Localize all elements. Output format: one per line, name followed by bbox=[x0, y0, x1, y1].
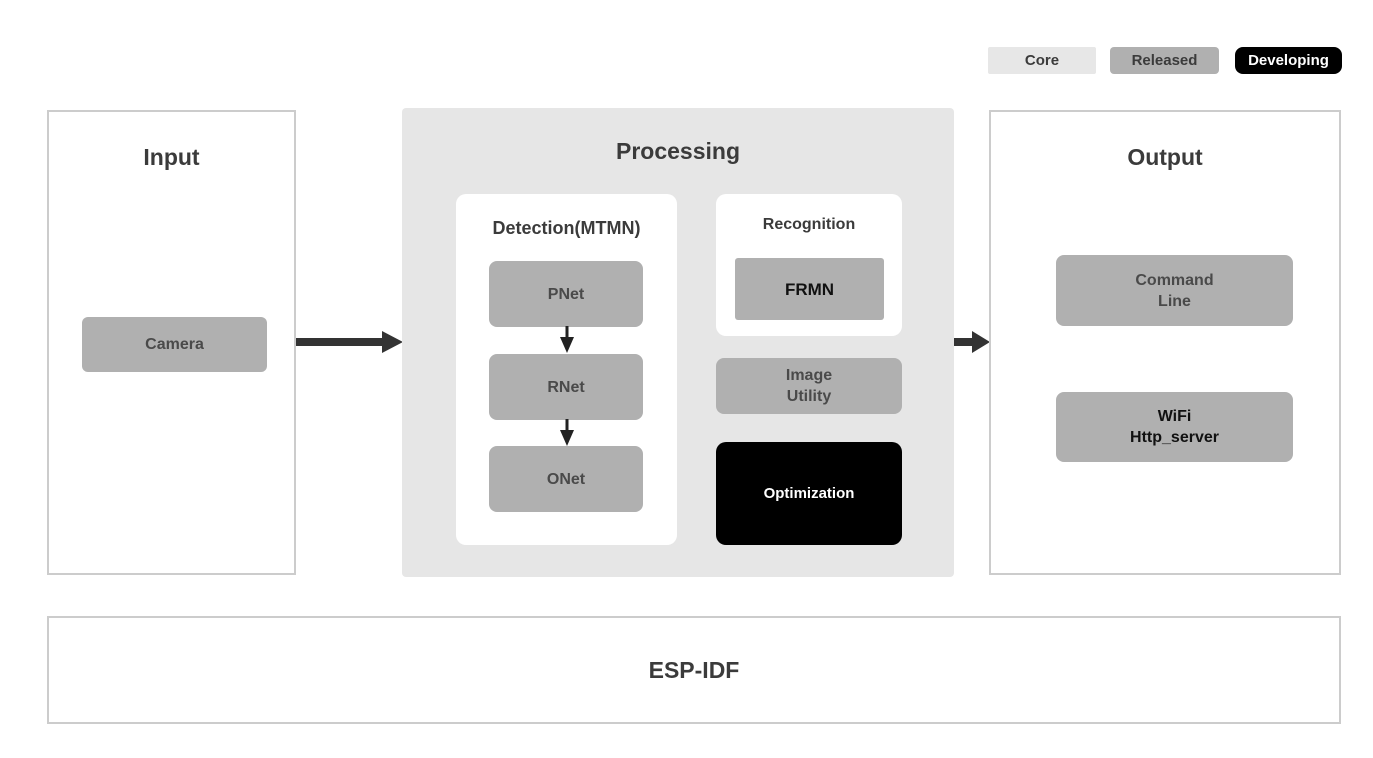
command-line-block: Command Line bbox=[1056, 255, 1293, 326]
pnet-block: PNet bbox=[489, 261, 643, 327]
processing-panel-title: Processing bbox=[616, 138, 740, 164]
image-utility-block: Image Utility bbox=[716, 358, 902, 414]
rnet-block: RNet bbox=[489, 354, 643, 420]
arrow-pnet-to-rnet bbox=[559, 326, 574, 353]
output-panel: Output Command Line WiFi Http_server bbox=[989, 110, 1341, 575]
processing-panel: Processing Detection(MTMN) PNet RNet ONe… bbox=[402, 108, 954, 577]
legend-item-core: Core bbox=[988, 47, 1096, 74]
output-panel-title: Output bbox=[1127, 144, 1203, 170]
wifi-http-server-block: WiFi Http_server bbox=[1056, 392, 1293, 462]
frmn-block: FRMN bbox=[735, 258, 884, 320]
detection-card: Detection(MTMN) PNet RNet ONet bbox=[456, 194, 677, 545]
arrow-input-to-processing bbox=[296, 331, 403, 353]
detection-card-title: Detection(MTMN) bbox=[492, 218, 641, 238]
recognition-card-title: Recognition bbox=[762, 216, 856, 233]
optimization-block: Optimization bbox=[716, 442, 902, 545]
input-panel: Input Camera bbox=[47, 110, 296, 575]
onet-block: ONet bbox=[489, 446, 643, 512]
legend-item-released: Released bbox=[1110, 47, 1219, 74]
camera-block: Camera bbox=[82, 317, 267, 372]
arrow-rnet-to-onet bbox=[559, 419, 574, 446]
legend-item-developing: Developing bbox=[1235, 47, 1342, 74]
recognition-card: Recognition FRMN bbox=[716, 194, 902, 336]
input-panel-title: Input bbox=[143, 144, 200, 170]
arrow-processing-to-output bbox=[954, 331, 990, 353]
esp-idf-panel: ESP-IDF bbox=[47, 616, 1341, 724]
esp-idf-title: ESP-IDF bbox=[648, 656, 740, 683]
